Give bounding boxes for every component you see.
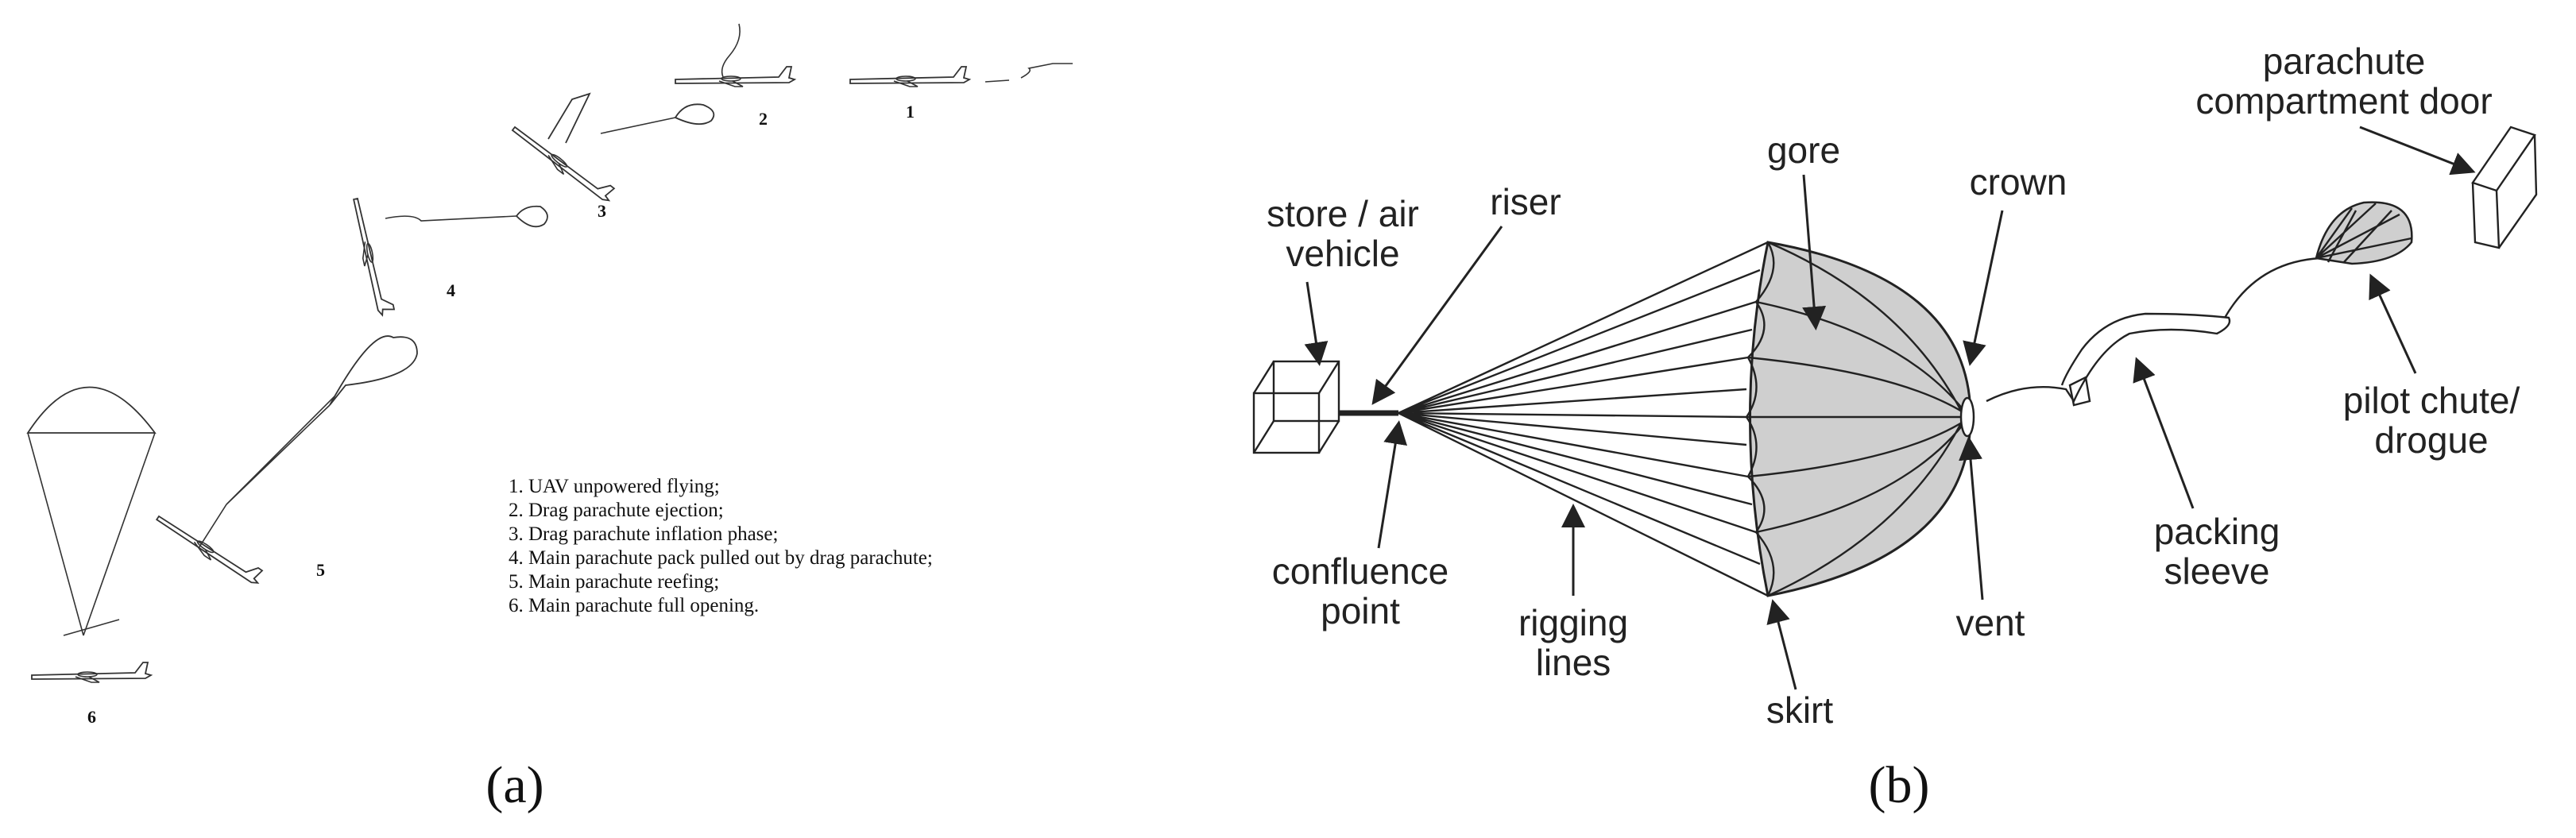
arrow-vent: [1959, 436, 1984, 601]
arrow-store: [1304, 281, 1329, 366]
label-pilot-chute-line2: drogue: [2374, 419, 2488, 461]
arrow-compartment-door: [2359, 126, 2476, 176]
uav-step-5: [154, 335, 418, 590]
label-vent: vent: [1956, 602, 2025, 643]
label-pilot-chute-line1: pilot chute/: [2343, 380, 2520, 421]
panel-a-caption: (a): [485, 756, 543, 814]
arrow-pilot-chute: [2369, 273, 2417, 374]
uav-step-6: [26, 386, 157, 683]
panel-b: store / air vehicle riser gore crown par…: [1252, 41, 2538, 814]
label-packing-sleeve-line2: sleeve: [2164, 550, 2270, 592]
label-store-air-vehicle-line1: store / air: [1267, 193, 1419, 234]
step-number-6: 6: [87, 707, 96, 727]
arrow-riser: [1371, 226, 1503, 405]
panel-b-caption: (b): [1869, 756, 1930, 814]
store-cube: [1252, 360, 1340, 454]
label-confluence-point-line2: point: [1321, 590, 1400, 631]
label-crown: crown: [1970, 161, 2067, 203]
label-rigging-lines-line1: rigging: [1518, 602, 1628, 643]
label-compartment-door-line2: compartment door: [2195, 80, 2492, 122]
pilot-chute: [2315, 201, 2413, 265]
sequence-legend: 1. UAV unpowered flying; 2. Drag parachu…: [509, 476, 933, 616]
arrow-crown: [1963, 210, 2004, 366]
label-riser: riser: [1490, 181, 1561, 222]
label-skirt: skirt: [1766, 689, 1834, 731]
legend-item-1: 1. UAV unpowered flying;: [509, 476, 720, 497]
label-rigging-lines-line2: lines: [1536, 642, 1611, 683]
label-store-air-vehicle-line2: vehicle: [1286, 233, 1399, 274]
compartment-door: [2471, 126, 2538, 249]
step-number-4: 4: [447, 280, 455, 300]
packing-sleeve: [1986, 257, 2321, 407]
label-gore: gore: [1767, 129, 1840, 171]
label-packing-sleeve-line1: packing: [2154, 511, 2280, 552]
legend-item-2: 2. Drag parachute ejection;: [509, 500, 724, 521]
panel-a: 1 2 3 4 5: [26, 23, 1073, 814]
arrow-confluence-point: [1377, 420, 1407, 549]
arrow-skirt: [1766, 599, 1797, 690]
legend-item-6: 6. Main parachute full opening.: [509, 595, 759, 616]
uav-step-3: [509, 92, 715, 207]
arrow-packing-sleeve: [2133, 357, 2195, 509]
label-confluence-point-line1: confluence: [1272, 550, 1449, 592]
step-number-2: 2: [759, 109, 768, 129]
uav-step-2: [675, 23, 795, 87]
rigging-lines: [1398, 241, 1769, 597]
uav-step-1: [849, 63, 1073, 87]
vent-opening: [1959, 396, 1975, 438]
label-compartment-door-line1: parachute: [2263, 41, 2426, 82]
uav-step-4: [350, 195, 548, 318]
step-number-5: 5: [316, 560, 325, 580]
step-number-1: 1: [906, 102, 915, 122]
step-number-3: 3: [598, 201, 606, 221]
legend-item-5: 5. Main parachute reefing;: [509, 571, 719, 593]
legend-item-3: 3. Drag parachute inflation phase;: [509, 523, 778, 545]
legend-item-4: 4. Main parachute pack pulled out by dra…: [509, 547, 933, 569]
arrow-gore: [1802, 174, 1827, 330]
